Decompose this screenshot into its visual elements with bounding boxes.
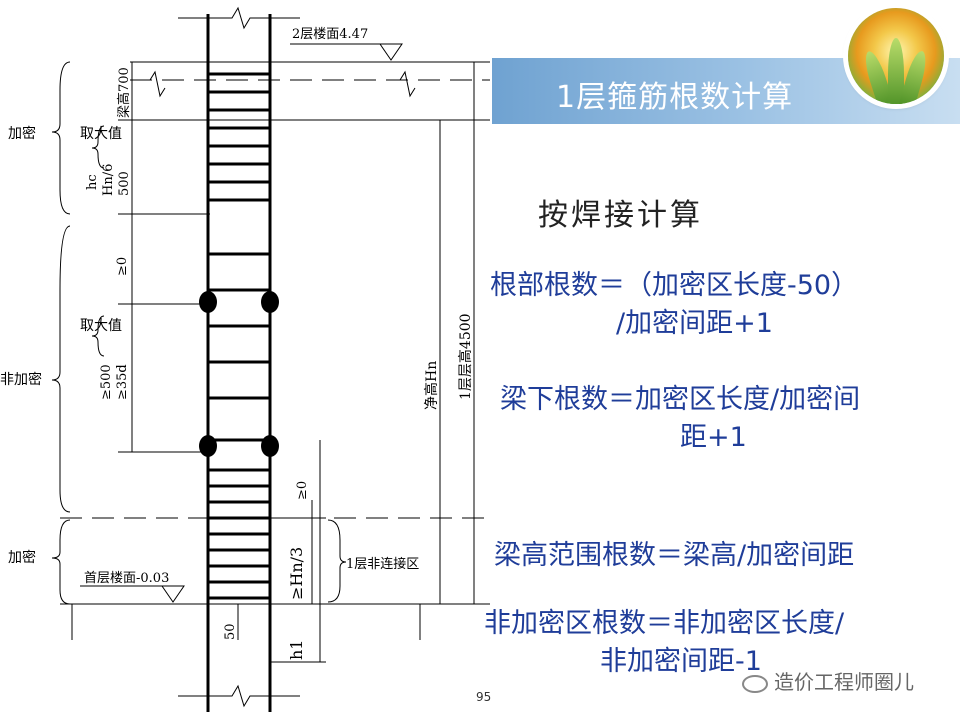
label-hn3: ≥Hn/3 — [287, 547, 306, 600]
label-dense-bottom: 加密 — [8, 549, 36, 566]
label-floor-height: 1层层高4500 — [457, 313, 474, 400]
wechat-icon — [742, 674, 768, 693]
label-ge0-top: ≥0 — [115, 257, 130, 276]
splice-dot-lower-left — [199, 435, 217, 457]
bottom-break-mark — [178, 684, 300, 708]
label-50: 50 — [223, 623, 238, 640]
label-non-conn-zone: 1层非连接区 — [346, 556, 419, 572]
slide-title: 1层箍筋根数计算 — [556, 80, 794, 115]
splice-dot-upper-left — [199, 291, 217, 313]
formula-non-dense-1: 非加密区根数＝非加密区长度/ — [484, 608, 845, 639]
watermark-text: 造价工程师圈儿 — [774, 670, 914, 694]
top-break-mark — [178, 6, 300, 30]
floor1-level-mark — [161, 585, 185, 603]
formula-root-1: 根部根数＝（加密区长度-50） — [490, 270, 859, 301]
brace-non-dense — [51, 225, 71, 513]
label-500: 500 — [117, 171, 132, 196]
page-number: 95 — [476, 690, 492, 704]
logo-icon — [848, 8, 944, 104]
formula-non-dense-2: 非加密间距-1 — [600, 646, 762, 677]
label-ge0-bottom: ≥0 — [295, 481, 310, 500]
label-hc: hc — [85, 174, 100, 190]
label-ge35d: ≥35d — [115, 364, 130, 400]
formula-beam-below-1: 梁下根数＝加密区长度/加密间 — [500, 384, 861, 415]
floor2-level-mark — [379, 43, 403, 61]
label-floor2: 2层楼面4.47 — [292, 27, 368, 42]
label-take-max-2: 取大值 — [80, 318, 122, 334]
label-non-dense: 非加密 — [0, 371, 42, 388]
brace-dense-top — [51, 61, 71, 215]
label-dense-top: 加密 — [8, 125, 36, 142]
label-take-max-1: 取大值 — [80, 126, 122, 142]
formula-beam-height: 梁高范围根数＝梁高/加密间距 — [494, 540, 855, 571]
label-net-height: 净高Hn — [423, 361, 440, 410]
splice-dot-upper-right — [261, 291, 279, 313]
splice-dot-lower-right — [261, 435, 279, 457]
formula-root-2: /加密间距+1 — [616, 308, 773, 339]
label-h1: h1 — [287, 640, 306, 660]
label-beam-height: 梁高700 — [116, 67, 132, 118]
brace-dense-bottom — [51, 519, 71, 605]
formula-beam-below-2: 距+1 — [680, 422, 747, 453]
label-hn6: Hn/6 — [101, 164, 116, 196]
calc-heading: 按焊接计算 — [538, 198, 703, 233]
label-floor1: 首层楼面-0.03 — [84, 571, 169, 586]
label-ge500: ≥500 — [99, 364, 114, 400]
watermark: 造价工程师圈儿 — [742, 666, 914, 695]
